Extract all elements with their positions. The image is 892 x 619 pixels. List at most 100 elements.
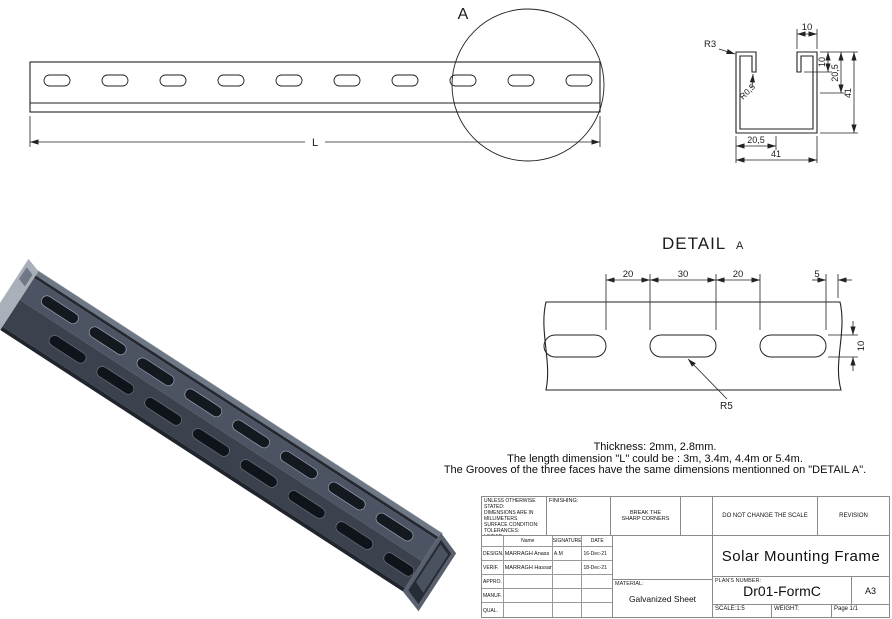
- slot: [375, 512, 414, 542]
- slot: [217, 74, 245, 87]
- dim-lip-depth: 10: [817, 57, 827, 67]
- bottom-slots: [48, 335, 415, 577]
- dim-half-height: 20,5: [830, 64, 840, 82]
- weight-cell: WEIGHT:: [771, 604, 832, 618]
- role-header: [482, 536, 504, 546]
- revision-cell: REVISION: [817, 496, 890, 536]
- side-view: [29, 61, 601, 113]
- detail-view: DETAIL A 20 30: [543, 234, 867, 412]
- signoff-table: Name SIGNATURE DATE DESIGN. MARRAGH Anas…: [481, 535, 613, 618]
- signoff-header-row: Name SIGNATURE DATE: [482, 536, 612, 547]
- slot: [759, 334, 827, 358]
- slot: [333, 74, 361, 87]
- signoff-row-appro: APPRO.: [482, 575, 612, 589]
- slot: [48, 335, 87, 364]
- tol-line: DIMENSIONS ARE IN MILLIMETERS: [484, 510, 534, 522]
- far-end-opening: [19, 267, 33, 287]
- wall-face: [19, 278, 437, 562]
- note-length: The length dimension "L" could be : 3m, …: [507, 452, 803, 465]
- slot: [327, 481, 366, 511]
- side-view-slots: [43, 74, 593, 87]
- signoff-row-manuf: MANUF.: [482, 589, 612, 603]
- channel-outline: [29, 61, 601, 113]
- section-dimensions: [718, 29, 858, 163]
- slot: [136, 357, 175, 387]
- date-header: DATE: [590, 538, 604, 544]
- title-block: UNLESS OTHERWISE STATED: DIMENSIONS ARE …: [481, 496, 890, 618]
- do-not-change-scale-cell: DO NOT CHANGE THE SCALE: [712, 496, 818, 536]
- general-tolerances-cell: UNLESS OTHERWISE STATED: DIMENSIONS ARE …: [481, 496, 547, 536]
- material-cell: MATERIAL: Galvanized Sheet: [612, 579, 713, 618]
- page-cell: Page 1/1: [831, 604, 890, 618]
- near-end-inner-wall: [415, 544, 449, 593]
- detail-circle-label: A: [458, 6, 469, 23]
- finishing-label: FINISHING:: [549, 498, 579, 504]
- slot: [543, 334, 607, 358]
- detail-title-ref: A: [736, 240, 744, 252]
- edge-highlight: [36, 269, 443, 535]
- tol-line: SURFACE CONDITION:: [484, 522, 539, 528]
- weight-label: WEIGHT:: [774, 606, 799, 612]
- dim-lip-width: 10: [802, 22, 813, 33]
- name-header: Name: [504, 536, 553, 546]
- revision-label: REVISION: [839, 512, 868, 519]
- drawing-title-cell: Solar Mounting Frame: [712, 535, 890, 577]
- scale-value: SCALE:1:5: [715, 606, 745, 612]
- dim-gap-left: 20: [623, 269, 634, 280]
- plan-number-cell: PLAN'S NUMBER: Dr01-FormC: [712, 576, 852, 605]
- slot: [280, 450, 318, 480]
- wall-slots: [41, 295, 414, 542]
- tol-line: TOLERANCES:: [484, 528, 520, 534]
- slot: [96, 366, 135, 395]
- section-profile: [735, 51, 818, 134]
- slot: [649, 334, 717, 358]
- signoff-row-qual: QUAL.: [482, 603, 612, 617]
- sheet-size: A3: [864, 585, 876, 596]
- slot: [144, 397, 183, 426]
- slot: [383, 552, 415, 577]
- spare-cell: [680, 496, 713, 536]
- signoff-row-design: DESIGN. MARRAGH Anass A.M 16-Dec-21: [482, 547, 612, 561]
- material-label: MATERIAL:: [615, 581, 644, 587]
- plan-number-value: Dr01-FormC: [743, 582, 821, 599]
- plan-number-label: PLAN'S NUMBER:: [715, 578, 761, 584]
- slot: [391, 74, 419, 87]
- break-corners-cell: BREAK THE SHARP CORNERS: [610, 496, 681, 536]
- opening-shadow: [34, 275, 439, 540]
- tol-line: UNLESS OTHERWISE STATED:: [484, 498, 536, 510]
- slot: [287, 490, 326, 519]
- slot: [239, 459, 278, 488]
- dim-gap-right: 20: [733, 269, 744, 280]
- detail-slots: [543, 334, 827, 358]
- section-view: R3 10 10 20,5 41 R0,5 20,5 41: [704, 22, 858, 163]
- slot: [101, 74, 129, 87]
- slot: [565, 74, 593, 87]
- dim-half-width: 20,5: [747, 135, 765, 145]
- slot: [88, 326, 127, 356]
- slot: [192, 428, 230, 457]
- dim-edge-offset: 5: [814, 269, 819, 280]
- slot: [275, 74, 303, 87]
- slot: [335, 521, 374, 550]
- dim-slot-length: 30: [678, 269, 689, 280]
- iso-view: [0, 258, 457, 612]
- slot: [184, 388, 223, 418]
- slot: [41, 295, 79, 325]
- break-corners-label: BREAK THE SHARP CORNERS: [621, 509, 670, 523]
- bottom-edge: [0, 326, 405, 592]
- detail-strip: [543, 301, 843, 391]
- dim-r3: R3: [704, 39, 716, 50]
- tol-line: LINEAR:: [484, 534, 544, 535]
- signature-header: SIGNATURE: [552, 536, 583, 546]
- finishing-cell: FINISHING:: [546, 496, 611, 536]
- page-value: Page 1/1: [834, 606, 859, 612]
- slot: [43, 74, 71, 87]
- dim-label-bg: [305, 134, 325, 149]
- material-value: Galvanized Sheet: [628, 593, 697, 604]
- sheet-size-cell: A3: [851, 576, 890, 605]
- detail-circle: A: [451, 6, 605, 162]
- drawing-title: Solar Mounting Frame: [721, 547, 881, 565]
- dim-width: 41: [771, 149, 781, 159]
- scale-cell: SCALE:1:5: [712, 604, 772, 618]
